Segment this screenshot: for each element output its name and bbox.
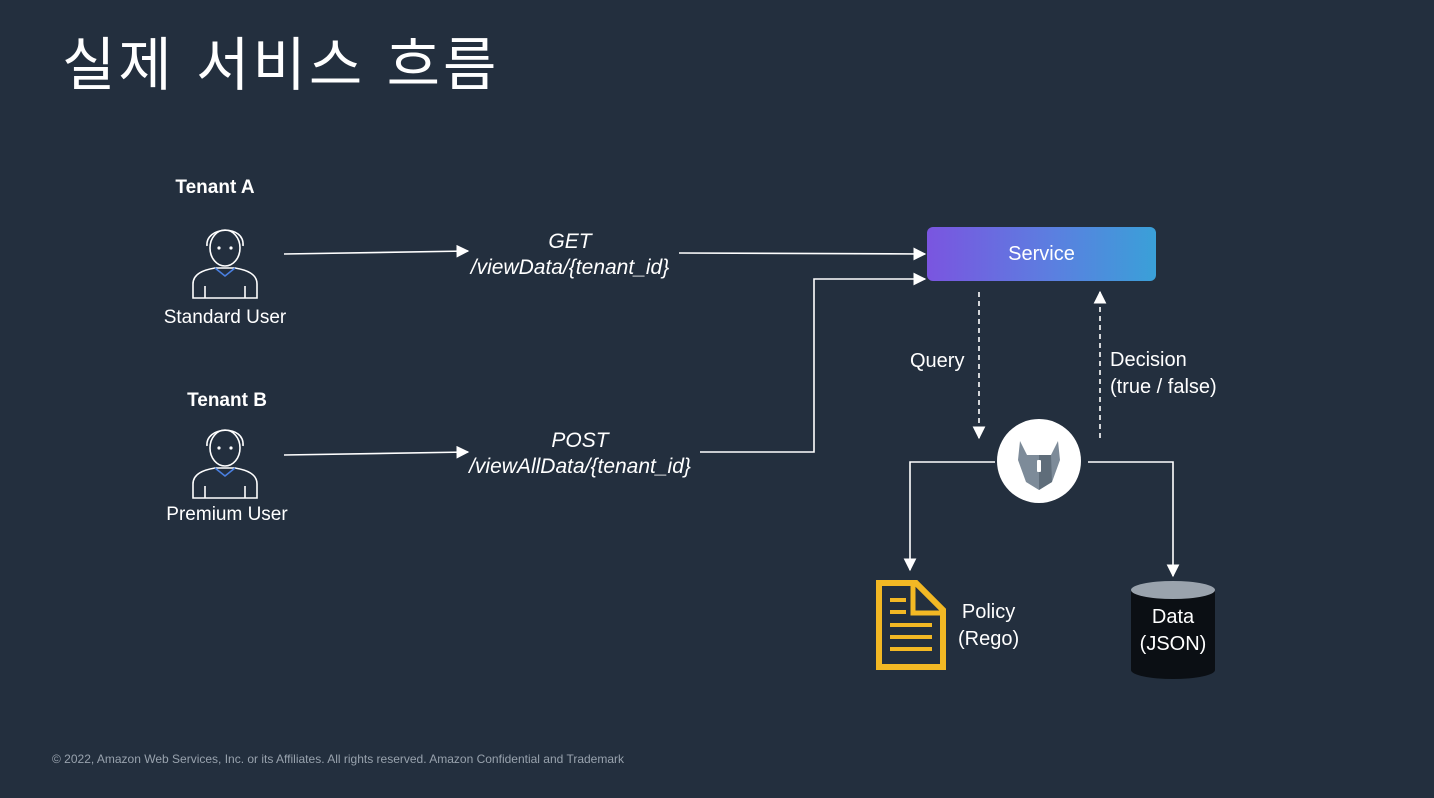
opa-logo-icon (997, 419, 1081, 503)
premium-user-label: Premium User (166, 504, 288, 525)
arrow-b-to-label (283, 445, 470, 459)
post-method: POST (551, 429, 609, 452)
arrow-a-to-label (283, 244, 470, 258)
get-path: /viewData/{tenant_id} (470, 256, 670, 279)
policy-label: Policy (Rego) (958, 601, 1020, 650)
data-label: Data (JSON) (1139, 606, 1207, 655)
get-method: GET (548, 230, 592, 253)
get-request-label: GET /viewData/{tenant_id} (440, 229, 700, 281)
arrow-to-data (1088, 461, 1180, 578)
arrow-to-policy (903, 461, 995, 572)
tenant-b-label: Tenant B (187, 390, 267, 411)
document-icon (876, 580, 946, 670)
user-icon (192, 429, 258, 499)
slide-title: 실제 서비스 흐름 (62, 31, 500, 99)
post-request-label: POST /viewAllData/{tenant_id} (450, 428, 710, 480)
service-box: Service (927, 227, 1156, 281)
tenant-a-label: Tenant A (175, 177, 255, 198)
decision-label: Decision (true / false) (1110, 349, 1217, 398)
arrow-b-to-service (700, 272, 927, 453)
database-icon (1131, 581, 1215, 679)
standard-user-label: Standard User (163, 307, 287, 328)
copyright-footer: © 2022, Amazon Web Services, Inc. or its… (52, 752, 625, 766)
query-label: Query (910, 350, 965, 372)
post-path: /viewAllData/{tenant_id} (469, 455, 691, 478)
user-icon (192, 229, 258, 299)
arrow-a-to-service (678, 247, 927, 261)
